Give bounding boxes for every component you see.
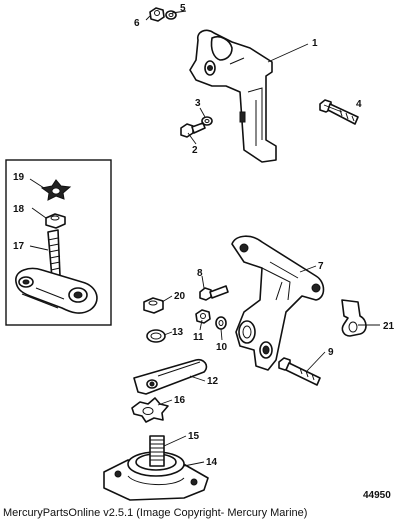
callout-4: 4 bbox=[356, 99, 362, 110]
part-18-nut[interactable] bbox=[45, 213, 66, 229]
part-13-ring[interactable] bbox=[146, 329, 166, 343]
part-16-tab-washer[interactable] bbox=[131, 397, 169, 423]
part-12-swivel-pin[interactable] bbox=[133, 358, 208, 395]
callout-21: 21 bbox=[383, 321, 395, 332]
callout-numbers: 1 2 3 4 5 6 7 8 9 10 11 12 13 14 15 16 1… bbox=[13, 3, 395, 468]
part-20-nut[interactable] bbox=[143, 297, 164, 314]
callout-2: 2 bbox=[192, 145, 198, 156]
part-8-bolt[interactable] bbox=[199, 285, 229, 301]
callout-10: 10 bbox=[216, 342, 228, 353]
callout-13: 13 bbox=[172, 327, 184, 338]
callout-11: 11 bbox=[193, 332, 204, 343]
part-1-upper-bracket[interactable] bbox=[189, 29, 277, 163]
callout-6: 6 bbox=[134, 18, 140, 29]
callout-16: 16 bbox=[174, 395, 186, 406]
callout-3: 3 bbox=[195, 98, 201, 109]
part-7-swivel-bracket[interactable] bbox=[231, 235, 325, 371]
part-9-bolt[interactable] bbox=[278, 357, 321, 386]
callout-20: 20 bbox=[174, 291, 186, 302]
part-21-clamp[interactable] bbox=[341, 299, 367, 337]
part-6-nut[interactable] bbox=[149, 7, 165, 22]
callout-8: 8 bbox=[197, 268, 203, 279]
part-11-nut[interactable] bbox=[195, 309, 211, 324]
callout-1: 1 bbox=[312, 38, 318, 49]
callout-17: 17 bbox=[13, 241, 25, 252]
part-19-tab-washer[interactable] bbox=[40, 179, 72, 201]
part-10-washer[interactable] bbox=[215, 316, 227, 330]
part-4-bolt[interactable] bbox=[319, 99, 359, 125]
copyright-footer: MercuryPartsOnline v2.5.1 (Image Copyrig… bbox=[3, 507, 308, 519]
callout-12: 12 bbox=[207, 376, 219, 387]
callout-19: 19 bbox=[13, 172, 25, 183]
leader-lines bbox=[29, 10, 380, 467]
diagram-number: 44950 bbox=[363, 490, 391, 501]
part-2-bolt[interactable] bbox=[180, 122, 206, 138]
callout-5: 5 bbox=[180, 3, 186, 14]
callout-18: 18 bbox=[13, 204, 25, 215]
callout-14: 14 bbox=[206, 457, 218, 468]
callout-7: 7 bbox=[318, 261, 324, 272]
part-14-mount[interactable] bbox=[103, 451, 209, 501]
part-15-stud[interactable] bbox=[149, 435, 165, 467]
callout-15: 15 bbox=[188, 431, 200, 442]
part-17-lever-assembly[interactable] bbox=[15, 229, 98, 314]
detail-inset-box bbox=[5, 159, 112, 326]
callout-9: 9 bbox=[328, 347, 334, 358]
part-3-washer[interactable] bbox=[201, 116, 213, 126]
